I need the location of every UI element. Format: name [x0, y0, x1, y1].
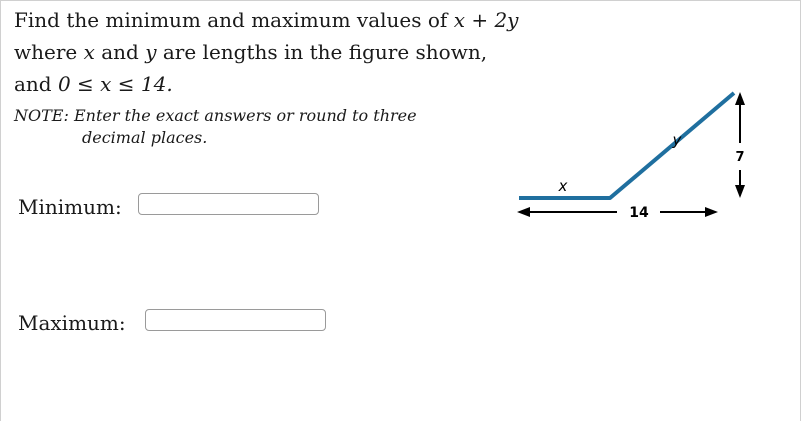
note-label: NOTE: — [14, 106, 69, 125]
problem-text: are lengths in the figure shown, — [156, 40, 488, 64]
arrowhead-right-icon — [705, 207, 718, 217]
note-line-2: decimal places. — [82, 128, 207, 148]
math-expression: x + 2y — [453, 8, 519, 32]
width-dimension-label: 14 — [629, 205, 649, 221]
problem-line-2: where x and y are lengths in the figure … — [14, 40, 487, 64]
maximum-input[interactable] — [145, 309, 326, 331]
minimum-input[interactable] — [138, 193, 319, 215]
height-dimension-label: 7 — [735, 150, 744, 165]
problem-line-1: Find the minimum and maximum values of x… — [14, 8, 518, 32]
problem-text: Find the minimum and maximum values of — [14, 8, 454, 32]
math-variable-x: x — [83, 40, 95, 64]
problem-text: where — [14, 40, 84, 64]
minimum-label: Minimum: — [18, 195, 122, 219]
problem-text: and — [94, 40, 146, 64]
maximum-label: Maximum: — [18, 311, 126, 335]
y-length-label: y — [672, 131, 683, 149]
problem-text: and — [14, 72, 58, 96]
arrowhead-up-icon — [735, 92, 745, 105]
problem-line-3: and 0 ≤ x ≤ 14. — [14, 72, 173, 96]
math-variable-y: y — [145, 40, 157, 64]
math-inequality: 0 ≤ x ≤ 14. — [57, 72, 173, 96]
note-text: decimal places. — [82, 128, 208, 147]
arrowhead-down-icon — [735, 185, 745, 198]
note-line-1: NOTE: Enter the exact answers or round t… — [14, 106, 417, 126]
arrowhead-left-icon — [517, 207, 530, 217]
figure: x y 14 7 — [517, 91, 745, 221]
x-length-label: x — [558, 177, 568, 195]
figure-path — [519, 91, 736, 200]
note-text: Enter the exact answers or round to thre… — [73, 106, 417, 125]
